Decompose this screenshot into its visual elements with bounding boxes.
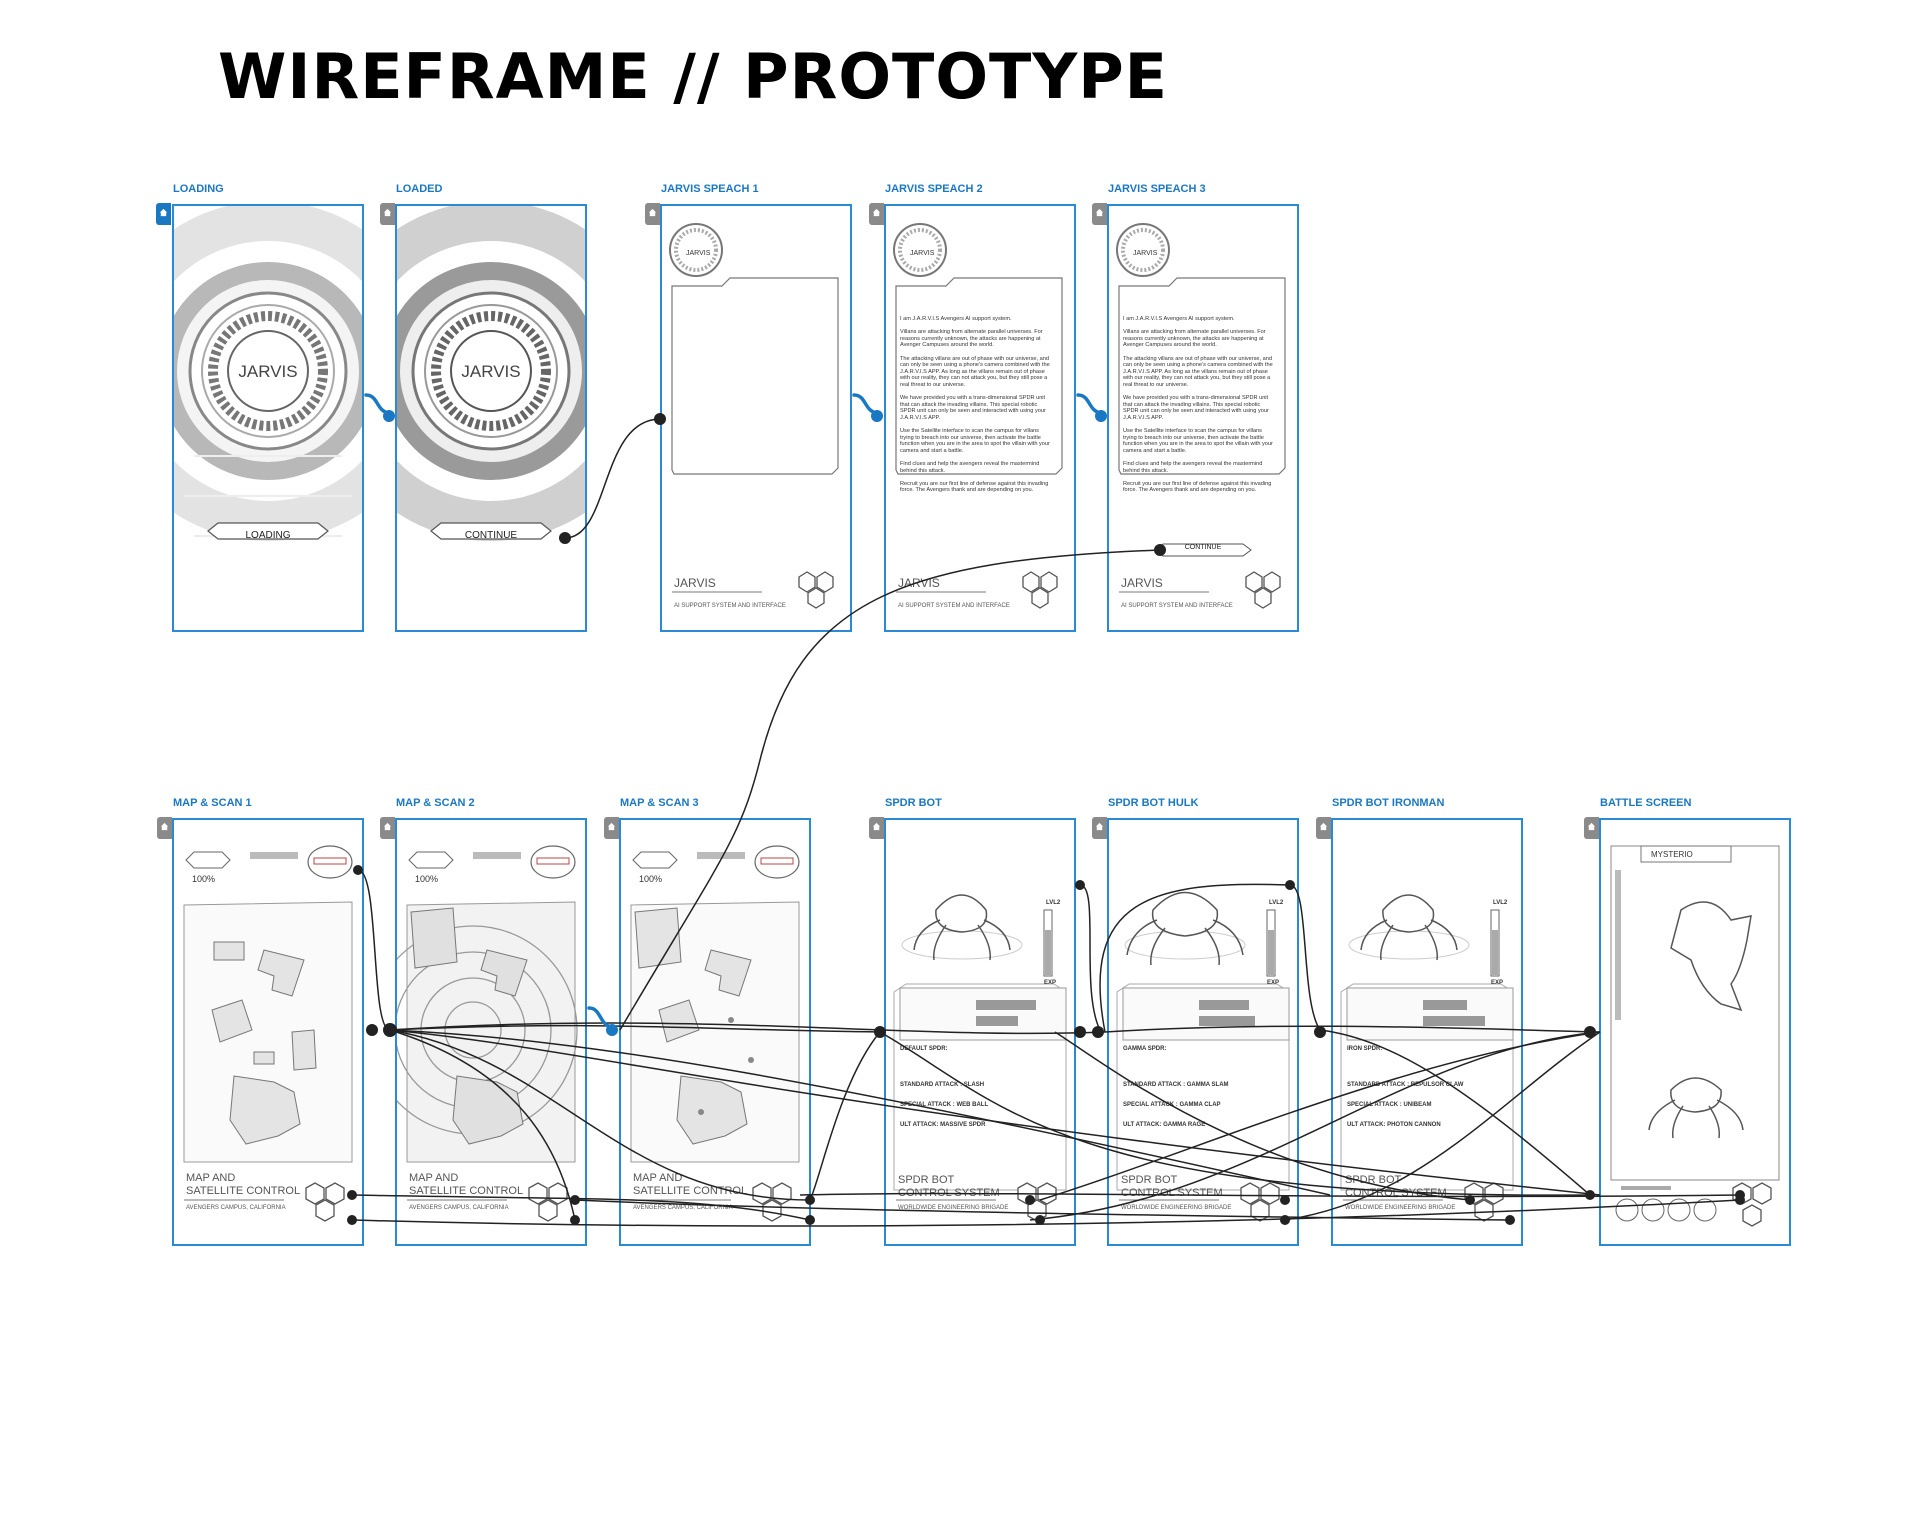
frame-ironman[interactable]: LVL2 EXP IRON SPDR: STANDARD ATTACK : RE… (1331, 818, 1523, 1246)
jarvis-subtitle: AI SUPPORT SYSTEM AND INTERFACE (674, 603, 786, 609)
special-attack: SPECIAL ATTACK : UNIBEAM (1347, 1102, 1432, 1108)
frame-label-jarvis2: JARVIS SPEACH 2 (885, 183, 983, 195)
jarvis-title: JARVIS (1121, 576, 1163, 590)
frame-label-battle: BATTLE SCREEN (1600, 797, 1692, 809)
villain-name: MYSTERIO (1651, 850, 1693, 859)
frame-label-spdr: SPDR BOT (885, 797, 942, 809)
home-icon[interactable] (1092, 817, 1107, 839)
standard-attack: STANDARD ATTACK : REPULSOR CLAW (1347, 1082, 1464, 1088)
jarvis-subtitle: AI SUPPORT SYSTEM AND INTERFACE (1121, 603, 1233, 609)
auto-link-map2-map3 (587, 1006, 613, 1029)
auto-link-loading-loaded (364, 393, 390, 415)
satellite-percent: 100% (415, 874, 439, 884)
home-icon[interactable] (645, 203, 660, 225)
spdr-title: SPDR BOT CONTROL SYSTEM (1121, 1174, 1223, 1199)
frame-map3[interactable]: 100% MAP AND SATELLITE CONTROL AVENGERS … (619, 818, 811, 1246)
jarvis-title: JARVIS (898, 576, 940, 590)
home-icon[interactable] (380, 817, 395, 839)
level-label: LVL2 (1046, 900, 1061, 906)
standard-attack: STANDARD ATTACK : SLASH (900, 1082, 985, 1088)
continue-button[interactable]: CONTINUE (1184, 544, 1222, 551)
frame-label-map3: MAP & SCAN 3 (620, 797, 699, 809)
map-subtitle: AVENGERS CAMPUS, CALIFORNIA (409, 1205, 509, 1211)
frame-jarvis2[interactable]: JARVIS I am J.A.R.V.I.S Avengers AI supp… (884, 204, 1076, 632)
exp-label: EXP (1267, 980, 1280, 986)
frame-jarvis1[interactable]: JARVIS JARVIS AI SUPPORT SYSTEM AND INTE… (660, 204, 852, 632)
map-subtitle: AVENGERS CAMPUS, CALIFORNIA (186, 1205, 286, 1211)
map-title: MAP AND SATELLITE CONTROL (409, 1172, 524, 1197)
frame-label-jarvis1: JARVIS SPEACH 1 (661, 183, 759, 195)
frame-label-hulk: SPDR BOT HULK (1108, 797, 1199, 809)
special-attack: SPECIAL ATTACK : GAMMA CLAP (1123, 1102, 1221, 1108)
frame-hulk[interactable]: LVL2 EXP GAMMA SPDR: STANDARD ATTACK : G… (1107, 818, 1299, 1246)
map-subtitle: AVENGERS CAMPUS, CALIFORNIA (633, 1205, 733, 1211)
jarvis-badge: JARVIS (910, 250, 935, 257)
frame-spdr[interactable]: LVL2 EXP DEFAULT SPDR: STANDARD ATTACK :… (884, 818, 1076, 1246)
standard-attack: STANDARD ATTACK : GAMMA SLAM (1123, 1082, 1229, 1088)
home-icon[interactable] (380, 203, 395, 225)
exp-label: EXP (1044, 980, 1057, 986)
jarvis-badge: JARVIS (1133, 250, 1158, 257)
home-icon[interactable] (869, 203, 884, 225)
map-title: MAP AND SATELLITE CONTROL (633, 1172, 748, 1197)
frame-label-map2: MAP & SCAN 2 (396, 797, 475, 809)
satellite-percent: 100% (639, 874, 663, 884)
frame-loaded[interactable]: JARVIS CONTINUE (395, 204, 587, 632)
frame-battle[interactable]: MYSTERIO (1599, 818, 1791, 1246)
map-panel-graphic (183, 845, 353, 1222)
battle-screen-graphic (1610, 845, 1780, 1227)
page-title: WIREFRAME // PROTOTYPE (218, 40, 1169, 113)
auto-link-jarvis1-jarvis2 (852, 393, 878, 415)
loaded-jarvis-label: JARVIS (461, 362, 521, 381)
spdr-subtitle: WORLDWIDE ENGINEERING BRIGADE (1345, 1205, 1456, 1211)
frame-jarvis3[interactable]: JARVIS I am J.A.R.V.I.S Avengers AI supp… (1107, 204, 1299, 632)
frame-label-ironman: SPDR BOT IRONMAN (1332, 797, 1445, 809)
frame-map2[interactable]: 100% MAP AND SATELLITE CONTROL AVENGERS … (395, 818, 587, 1246)
loading-button: LOADING (245, 530, 291, 541)
spdr-type: IRON SPDR: (1347, 1046, 1383, 1052)
home-icon[interactable] (157, 817, 172, 839)
ult-attack: ULT ATTACK: GAMMA RAGE (1123, 1122, 1206, 1128)
jarvis-title: JARVIS (674, 576, 716, 590)
spdr-subtitle: WORLDWIDE ENGINEERING BRIGADE (1121, 1205, 1232, 1211)
speech-panel-graphic (1116, 223, 1286, 609)
satellite-percent: 100% (192, 874, 216, 884)
map-title: MAP AND SATELLITE CONTROL (186, 1172, 301, 1197)
level-label: LVL2 (1493, 900, 1508, 906)
loading-jarvis-label: JARVIS (238, 362, 298, 381)
level-label: LVL2 (1269, 900, 1284, 906)
frame-label-map1: MAP & SCAN 1 (173, 797, 252, 809)
frame-map1[interactable]: 100% MAP AND SATELLITE CONTROL AVENGERS … (172, 818, 364, 1246)
home-icon[interactable] (1092, 203, 1107, 225)
frame-loading[interactable]: JARVIS LOADING (172, 204, 364, 632)
frame-label-loaded: LOADED (396, 183, 443, 195)
auto-link-jarvis2-jarvis3 (1076, 393, 1102, 415)
spdr-title: SPDR BOT CONTROL SYSTEM (1345, 1174, 1447, 1199)
spdr-title: SPDR BOT CONTROL SYSTEM (898, 1174, 1000, 1199)
spdr-subtitle: WORLDWIDE ENGINEERING BRIGADE (898, 1205, 1009, 1211)
home-icon[interactable] (1316, 817, 1331, 839)
home-icon[interactable] (604, 817, 619, 839)
ult-attack: ULT ATTACK: MASSIVE SPDR (900, 1122, 986, 1128)
frame-label-jarvis3: JARVIS SPEACH 3 (1108, 183, 1206, 195)
speech-panel-graphic (669, 223, 839, 609)
special-attack: SPECIAL ATTACK : WEB BALL (900, 1102, 989, 1108)
jarvis-subtitle: AI SUPPORT SYSTEM AND INTERFACE (898, 603, 1010, 609)
continue-button[interactable]: CONTINUE (464, 530, 518, 541)
home-icon[interactable] (1584, 817, 1599, 839)
ult-attack: ULT ATTACK: PHOTON CANNON (1347, 1122, 1441, 1128)
spdr-type: GAMMA SPDR: (1123, 1046, 1167, 1052)
home-icon[interactable] (869, 817, 884, 839)
frame-label-loading: LOADING (173, 183, 224, 195)
exp-label: EXP (1491, 980, 1504, 986)
jarvis-speech-text: I am J.A.R.V.I.S Avengers AI support sys… (900, 316, 1050, 494)
spdr-type: DEFAULT SPDR: (900, 1046, 948, 1052)
arc-reactor-graphic (174, 206, 362, 541)
arc-reactor-graphic (397, 206, 585, 541)
jarvis-badge: JARVIS (686, 250, 711, 257)
jarvis-speech-text: I am J.A.R.V.I.S Avengers AI support sys… (1123, 316, 1273, 494)
home-icon[interactable] (156, 203, 171, 225)
